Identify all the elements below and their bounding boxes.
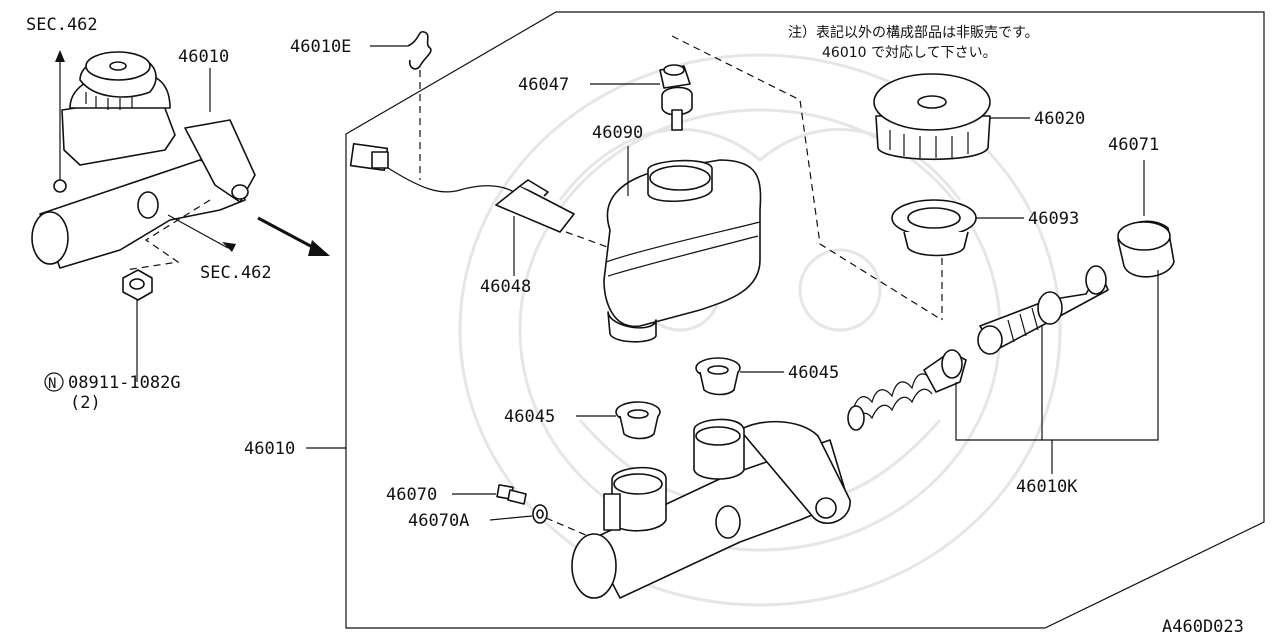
part-label-46071[interactable]: 46071: [1108, 135, 1159, 155]
part-label-nut[interactable]: 08911-1082G: [68, 373, 181, 393]
sec-ref-top-arrowhead: [55, 50, 65, 62]
primary-piston: [977, 265, 1109, 355]
part-label-46047[interactable]: 46047: [518, 75, 569, 95]
leader-46010K-bracket: [955, 270, 1159, 441]
part-label-46020[interactable]: 46020: [1034, 109, 1085, 129]
sec-ref-top-label[interactable]: SEC.462: [26, 15, 98, 35]
assembled-master-cylinder: [31, 51, 256, 269]
level-sensor-connector: [349, 142, 515, 193]
part-label-46010E[interactable]: 46010E: [290, 37, 351, 57]
dash-46048: [565, 231, 611, 249]
reservoir-46090: [603, 159, 762, 343]
nut-quantity: (2): [70, 393, 101, 413]
part-label-46093[interactable]: 46093: [1028, 209, 1079, 229]
wire-clip-46010E: [407, 30, 432, 70]
sec-ref-bottom-arrow-line: [167, 214, 229, 249]
note-line-2: 46010 で対応して下さい。: [822, 45, 997, 61]
part-label-46010K[interactable]: 46010K: [1016, 477, 1078, 497]
part-label-46070[interactable]: 46070: [386, 485, 437, 505]
pin-46047: [659, 64, 693, 131]
strainer-46093: [891, 199, 977, 257]
nut-symbol-circle: [44, 372, 64, 392]
sec-ref-bottom-arrowhead: [222, 242, 236, 252]
cylinder-body: [571, 418, 851, 599]
secondary-piston: [847, 349, 967, 431]
level-sensor-46048: [495, 179, 575, 233]
washer-46070A: [532, 504, 548, 524]
ring-46071: [1117, 220, 1175, 278]
grommet-46045-left: [615, 401, 661, 440]
grommet-46045-right: [695, 357, 741, 396]
explode-arrow-line: [257, 216, 319, 252]
part-label-46048[interactable]: 46048: [480, 277, 531, 297]
note-line-1: 注）表記以外の構成部品は非販売です。: [788, 24, 1039, 41]
part-label-46045-right[interactable]: 46045: [788, 363, 839, 383]
explode-arrowhead: [308, 240, 330, 256]
nut-08911: [122, 269, 153, 301]
part-label-46045-left[interactable]: 46045: [504, 407, 555, 427]
dash-outline-cap: [671, 35, 943, 321]
part-label-46090[interactable]: 46090: [592, 123, 643, 143]
part-label-46010-frame[interactable]: 46010: [244, 439, 295, 459]
diagram-id: A460D023: [1162, 617, 1244, 637]
leader-46070A: [489, 515, 533, 521]
exploded-view-frame: [345, 11, 1265, 629]
nut-symbol: N: [48, 376, 56, 392]
part-label-46010-left[interactable]: 46010: [178, 47, 229, 67]
dash-46070A: [545, 517, 589, 537]
cap-46020: [873, 73, 991, 161]
part-label-46070A[interactable]: 46070A: [408, 511, 469, 531]
bolt-46070: [496, 484, 527, 505]
sec-ref-bottom-label[interactable]: SEC.462: [200, 263, 272, 283]
